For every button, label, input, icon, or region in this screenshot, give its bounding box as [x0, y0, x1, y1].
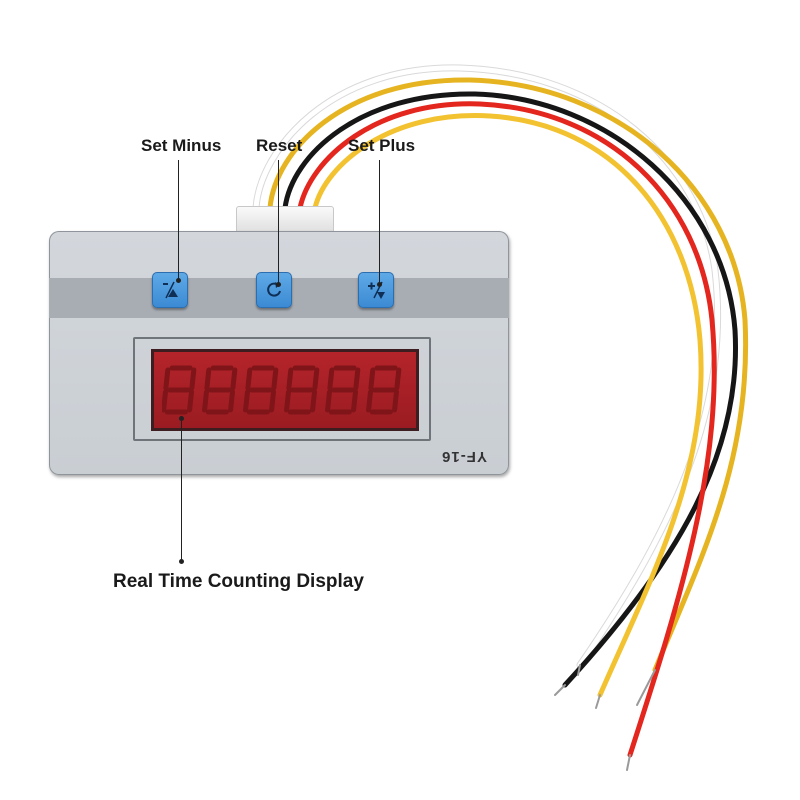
reset-label: Reset [256, 136, 303, 155]
digit-segment [243, 389, 250, 413]
digit-segment [187, 389, 194, 413]
display-frame [133, 337, 431, 441]
display-leader-end-dot [179, 559, 184, 564]
digit [366, 365, 402, 415]
digit-segment [269, 389, 276, 413]
digit-segment [189, 367, 197, 391]
digit-segment [351, 389, 358, 413]
digit-segment [271, 367, 279, 391]
black-wire [282, 91, 739, 688]
digit-segment [312, 367, 320, 391]
digit-segment [230, 367, 238, 391]
minus-up-arrow-icon [163, 281, 178, 299]
set-plus-leader-dot [377, 282, 382, 287]
digit-segment [310, 389, 317, 413]
counter-panel: YF-16 [49, 231, 509, 475]
set-plus-leader [379, 160, 380, 284]
digit-segment [392, 389, 399, 413]
digit-segment [366, 389, 373, 413]
digit-segment [202, 389, 209, 413]
digit-segment [325, 389, 332, 413]
digit-segment [284, 389, 291, 413]
digit [202, 365, 238, 415]
set-minus-label: Set Minus [141, 136, 222, 155]
digit-segment [368, 367, 376, 391]
digit [325, 365, 361, 415]
rotate-arrow-icon [267, 282, 281, 297]
display-leader [181, 418, 182, 562]
digit [162, 365, 197, 415]
display-leader-dot [179, 416, 184, 421]
digit-segment [327, 367, 335, 391]
digit-segment [163, 367, 171, 391]
set-minus-leader-dot [176, 278, 181, 283]
digit-segment [162, 389, 168, 413]
yellow-wire-outer [267, 77, 749, 673]
plus-down-arrow-icon [368, 281, 385, 299]
set-plus-label: Set Plus [348, 136, 416, 155]
digit-segment [286, 367, 294, 391]
digit-segment [204, 367, 212, 391]
reset-leader [278, 160, 279, 284]
set-minus-button[interactable] [152, 272, 188, 308]
reset-button[interactable] [256, 272, 292, 308]
yellow-wire-inner [312, 113, 704, 698]
red-wire [297, 101, 717, 758]
digit-segment [228, 389, 235, 413]
digit-segment [245, 367, 253, 391]
seven-segment-digits [162, 365, 402, 415]
digit [284, 365, 320, 415]
set-minus-leader [178, 160, 179, 280]
display-label: Real Time Counting Display [113, 571, 364, 592]
real-time-counting-display [151, 349, 419, 431]
digit [243, 365, 279, 415]
digit-segment [353, 367, 361, 391]
set-plus-button[interactable] [358, 272, 394, 308]
reset-leader-dot [276, 282, 281, 287]
digit-segment [394, 367, 402, 391]
model-number: YF-16 [441, 448, 487, 465]
